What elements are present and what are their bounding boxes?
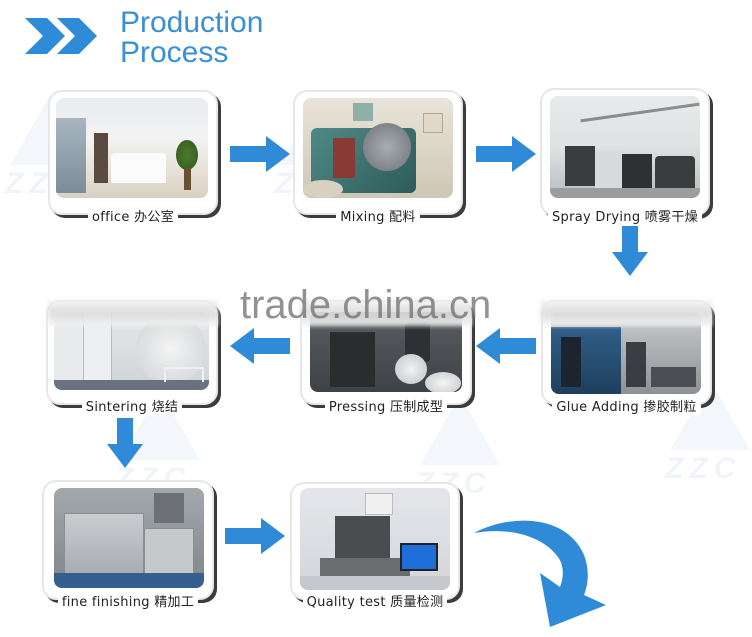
step-label: office 办公室	[48, 206, 218, 225]
spray-drying-photo	[550, 96, 700, 198]
arrow-left-icon	[476, 328, 536, 364]
step-label: fine finishing 精加工	[42, 591, 214, 610]
mixing-photo	[303, 98, 453, 198]
office-photo	[56, 98, 208, 198]
fine-finishing-photo	[54, 488, 204, 588]
step-card-pressing: Pressing 压制成型	[300, 300, 472, 415]
arrow-right-icon	[476, 136, 536, 172]
arrow-left-icon	[230, 328, 290, 364]
quality-test-photo	[300, 488, 450, 590]
watermark-site-text: trade.china.cn	[240, 283, 492, 327]
arrow-right-icon	[230, 136, 290, 172]
step-card-office: office 办公室	[48, 90, 218, 225]
step-card-mixing: Mixing 配料	[293, 90, 463, 225]
step-label: Quality test 质量检测	[290, 591, 460, 610]
watermark-band	[300, 300, 472, 326]
step-label: Spray Drying 喷雾干燥	[540, 206, 710, 225]
watermark-band	[48, 300, 218, 326]
page-title: Production Process	[120, 6, 264, 69]
curved-arrow-down-right-icon	[474, 520, 606, 627]
double-chevron-right-icon	[25, 18, 97, 54]
arrow-down-icon	[612, 226, 648, 276]
step-label: Glue Adding 掺胶制粒	[541, 396, 712, 415]
step-label: Mixing 配料	[293, 206, 463, 225]
step-card-fine-finishing: fine finishing 精加工	[42, 480, 214, 610]
step-label: Pressing 压制成型	[300, 396, 472, 415]
arrow-right-icon	[225, 518, 285, 554]
watermark-band	[541, 300, 712, 326]
arrow-down-icon	[107, 418, 143, 468]
step-card-spray-drying: Spray Drying 喷雾干燥	[540, 88, 710, 225]
step-card-quality-test: Quality test 质量检测	[290, 482, 460, 610]
step-label: Sintering 烧结	[46, 396, 218, 415]
glue-adding-photo	[551, 312, 701, 394]
